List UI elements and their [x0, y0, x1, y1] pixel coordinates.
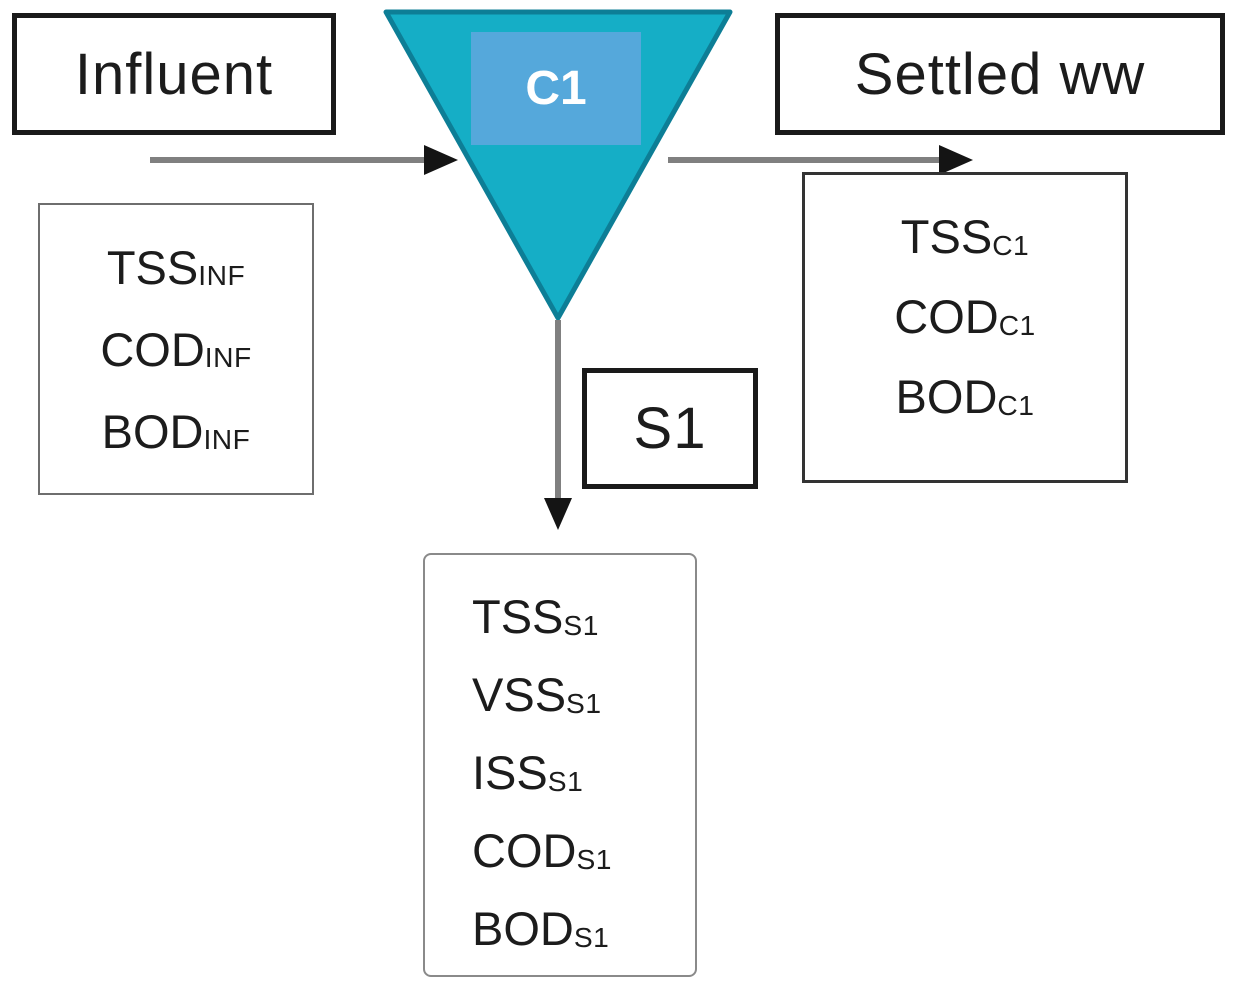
param-subscript: S1 — [547, 764, 584, 797]
param-subscript: S1 — [576, 842, 612, 875]
param-tss-c1: TSSC1 — [901, 213, 1029, 260]
param-subscript: S1 — [573, 920, 610, 953]
param-subscript: INF — [204, 341, 252, 374]
sludge-stream-label: S1 — [633, 396, 707, 461]
settled-ww-label: Settled ww — [854, 41, 1146, 107]
param-cod-c1: CODC1 — [894, 293, 1036, 340]
param-base: TSS — [900, 210, 993, 263]
settled-params-box: TSSC1 CODC1 BODC1 — [802, 172, 1128, 483]
param-subscript: C1 — [992, 228, 1030, 261]
param-base: BOD — [472, 902, 574, 955]
param-base: COD — [472, 824, 577, 877]
param-tss-s1: TSSS1 — [472, 593, 599, 640]
param-iss-s1: ISSS1 — [472, 749, 583, 796]
influent-label: Influent — [74, 41, 274, 107]
param-vss-s1: VSSS1 — [472, 671, 602, 718]
influent-params-box: TSSINF CODINF BODINF — [38, 203, 314, 495]
param-base: COD — [894, 290, 999, 343]
param-base: TSS — [106, 240, 199, 294]
influent-box: Influent — [12, 13, 336, 135]
param-base: BOD — [101, 404, 204, 458]
param-base: BOD — [895, 370, 998, 423]
clarifier-label: C1 — [525, 62, 587, 115]
settled-ww-box: Settled ww — [775, 13, 1225, 135]
settled-flow-arrow — [668, 145, 973, 175]
param-tss-inf: TSSINF — [107, 244, 245, 291]
settled-arrowhead-icon — [939, 145, 973, 175]
clarifier-label-badge: C1 — [471, 32, 641, 145]
sludge-stream-box: S1 — [582, 368, 758, 489]
param-subscript: S1 — [563, 608, 599, 641]
param-subscript: C1 — [998, 308, 1036, 341]
param-subscript: S1 — [566, 686, 602, 719]
sludge-arrowhead-icon — [544, 498, 572, 530]
param-subscript: INF — [203, 423, 251, 456]
param-base: TSS — [472, 590, 564, 643]
param-cod-inf: CODINF — [100, 326, 251, 373]
influent-arrowhead-icon — [424, 145, 458, 175]
param-base: COD — [100, 322, 205, 376]
sludge-flow-arrow — [544, 320, 572, 530]
param-bod-c1: BODC1 — [896, 373, 1035, 420]
influent-flow-arrow — [150, 145, 458, 175]
param-base: ISS — [472, 746, 548, 799]
param-subscript: C1 — [997, 388, 1035, 421]
param-bod-s1: BODS1 — [472, 905, 609, 952]
param-cod-s1: CODS1 — [472, 827, 612, 874]
sludge-params-box: TSSS1 VSSS1 ISSS1 CODS1 BODS1 — [423, 553, 697, 977]
param-bod-inf: BODINF — [102, 408, 251, 455]
param-subscript: INF — [198, 259, 246, 292]
param-base: VSS — [472, 668, 567, 721]
